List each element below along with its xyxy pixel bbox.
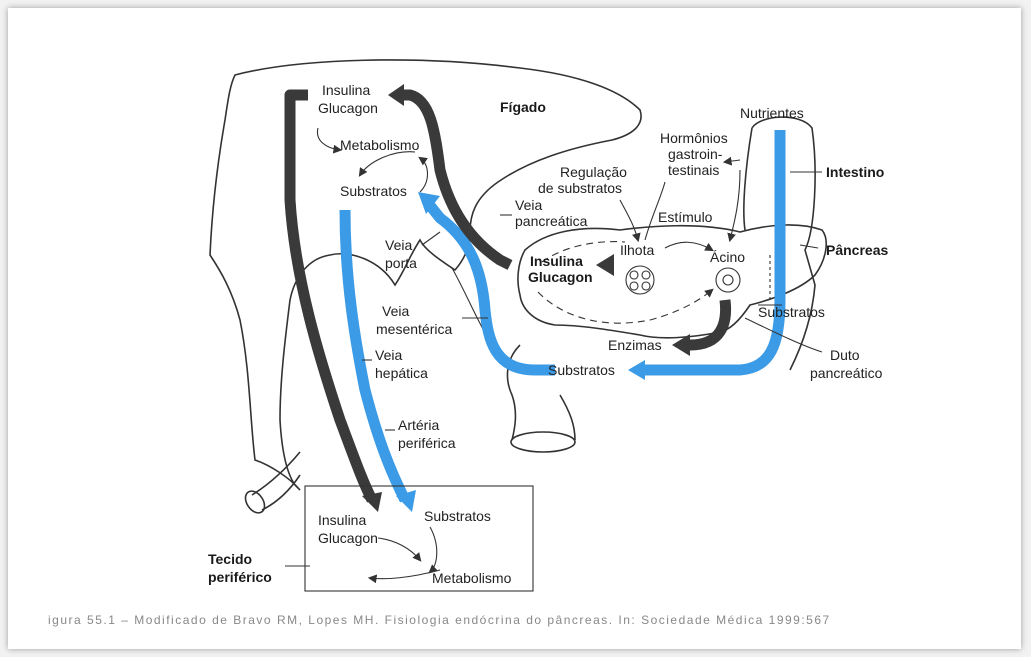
- acinus-inner: [723, 275, 733, 285]
- label-intestino: Intestino: [826, 164, 884, 180]
- label-substratos-pancreas: Substratos: [548, 362, 615, 378]
- arrow-metabolismo-substratos: [360, 152, 415, 175]
- arrow-tecido-down: [370, 570, 440, 579]
- duodenum-outline: [507, 345, 575, 440]
- label-substratos-figado: Substratos: [340, 183, 407, 199]
- duodenum-end: [511, 432, 575, 452]
- label-nutrientes: Nutrientes: [740, 105, 804, 121]
- arrow-liver-hormones: [388, 84, 404, 106]
- label-metabolismo-tecido: Metabolismo: [432, 570, 512, 586]
- line-pancreas: [800, 245, 818, 248]
- label-figado: Fígado: [500, 99, 546, 115]
- liver-hormone-flow: [290, 95, 372, 500]
- islet-cell: [626, 266, 654, 294]
- arrow-hormonios: [725, 160, 740, 162]
- label-substratos-intestino: Substratos: [758, 304, 825, 320]
- label-acino: Ácino: [710, 249, 745, 265]
- arrow-ilhota-acino: [665, 242, 712, 250]
- islet-inner-3: [630, 282, 638, 290]
- arrow-insulin-pancreas: [596, 254, 614, 276]
- acinus-cell: [716, 268, 740, 292]
- islet-inner-4: [642, 282, 650, 290]
- line-veia-porta: [422, 232, 440, 245]
- label-pancreas: Pâncreas: [826, 242, 888, 258]
- label-ilhota: Ilhota: [620, 242, 654, 258]
- label-enzimas: Enzimas: [608, 337, 662, 353]
- arrow-metabolismo-figado: [317, 128, 340, 150]
- dashed-feedback: [538, 290, 712, 323]
- islet-inner-2: [642, 271, 650, 279]
- vessel-end: [242, 488, 269, 517]
- arrow-substratos-cycle: [420, 158, 428, 192]
- islet-inner-1: [630, 271, 638, 279]
- arrow-regulacao: [620, 200, 638, 240]
- enzyme-duct-flow: [690, 300, 726, 345]
- label-estimulo: Estímulo: [658, 209, 713, 225]
- arrow-tecido-substratos: [430, 527, 437, 572]
- label-substratos-tecido: Substratos: [424, 508, 491, 524]
- figure-caption: igura 55.1 – Modificado de Bravo RM, Lop…: [48, 613, 831, 627]
- label-metabolismo-figado: Metabolismo: [340, 137, 420, 153]
- arrow-substratos-pancreas: [628, 360, 645, 380]
- pancreatic-vein-flow: [398, 95, 510, 265]
- arrow-tecido-metabolismo: [378, 538, 420, 560]
